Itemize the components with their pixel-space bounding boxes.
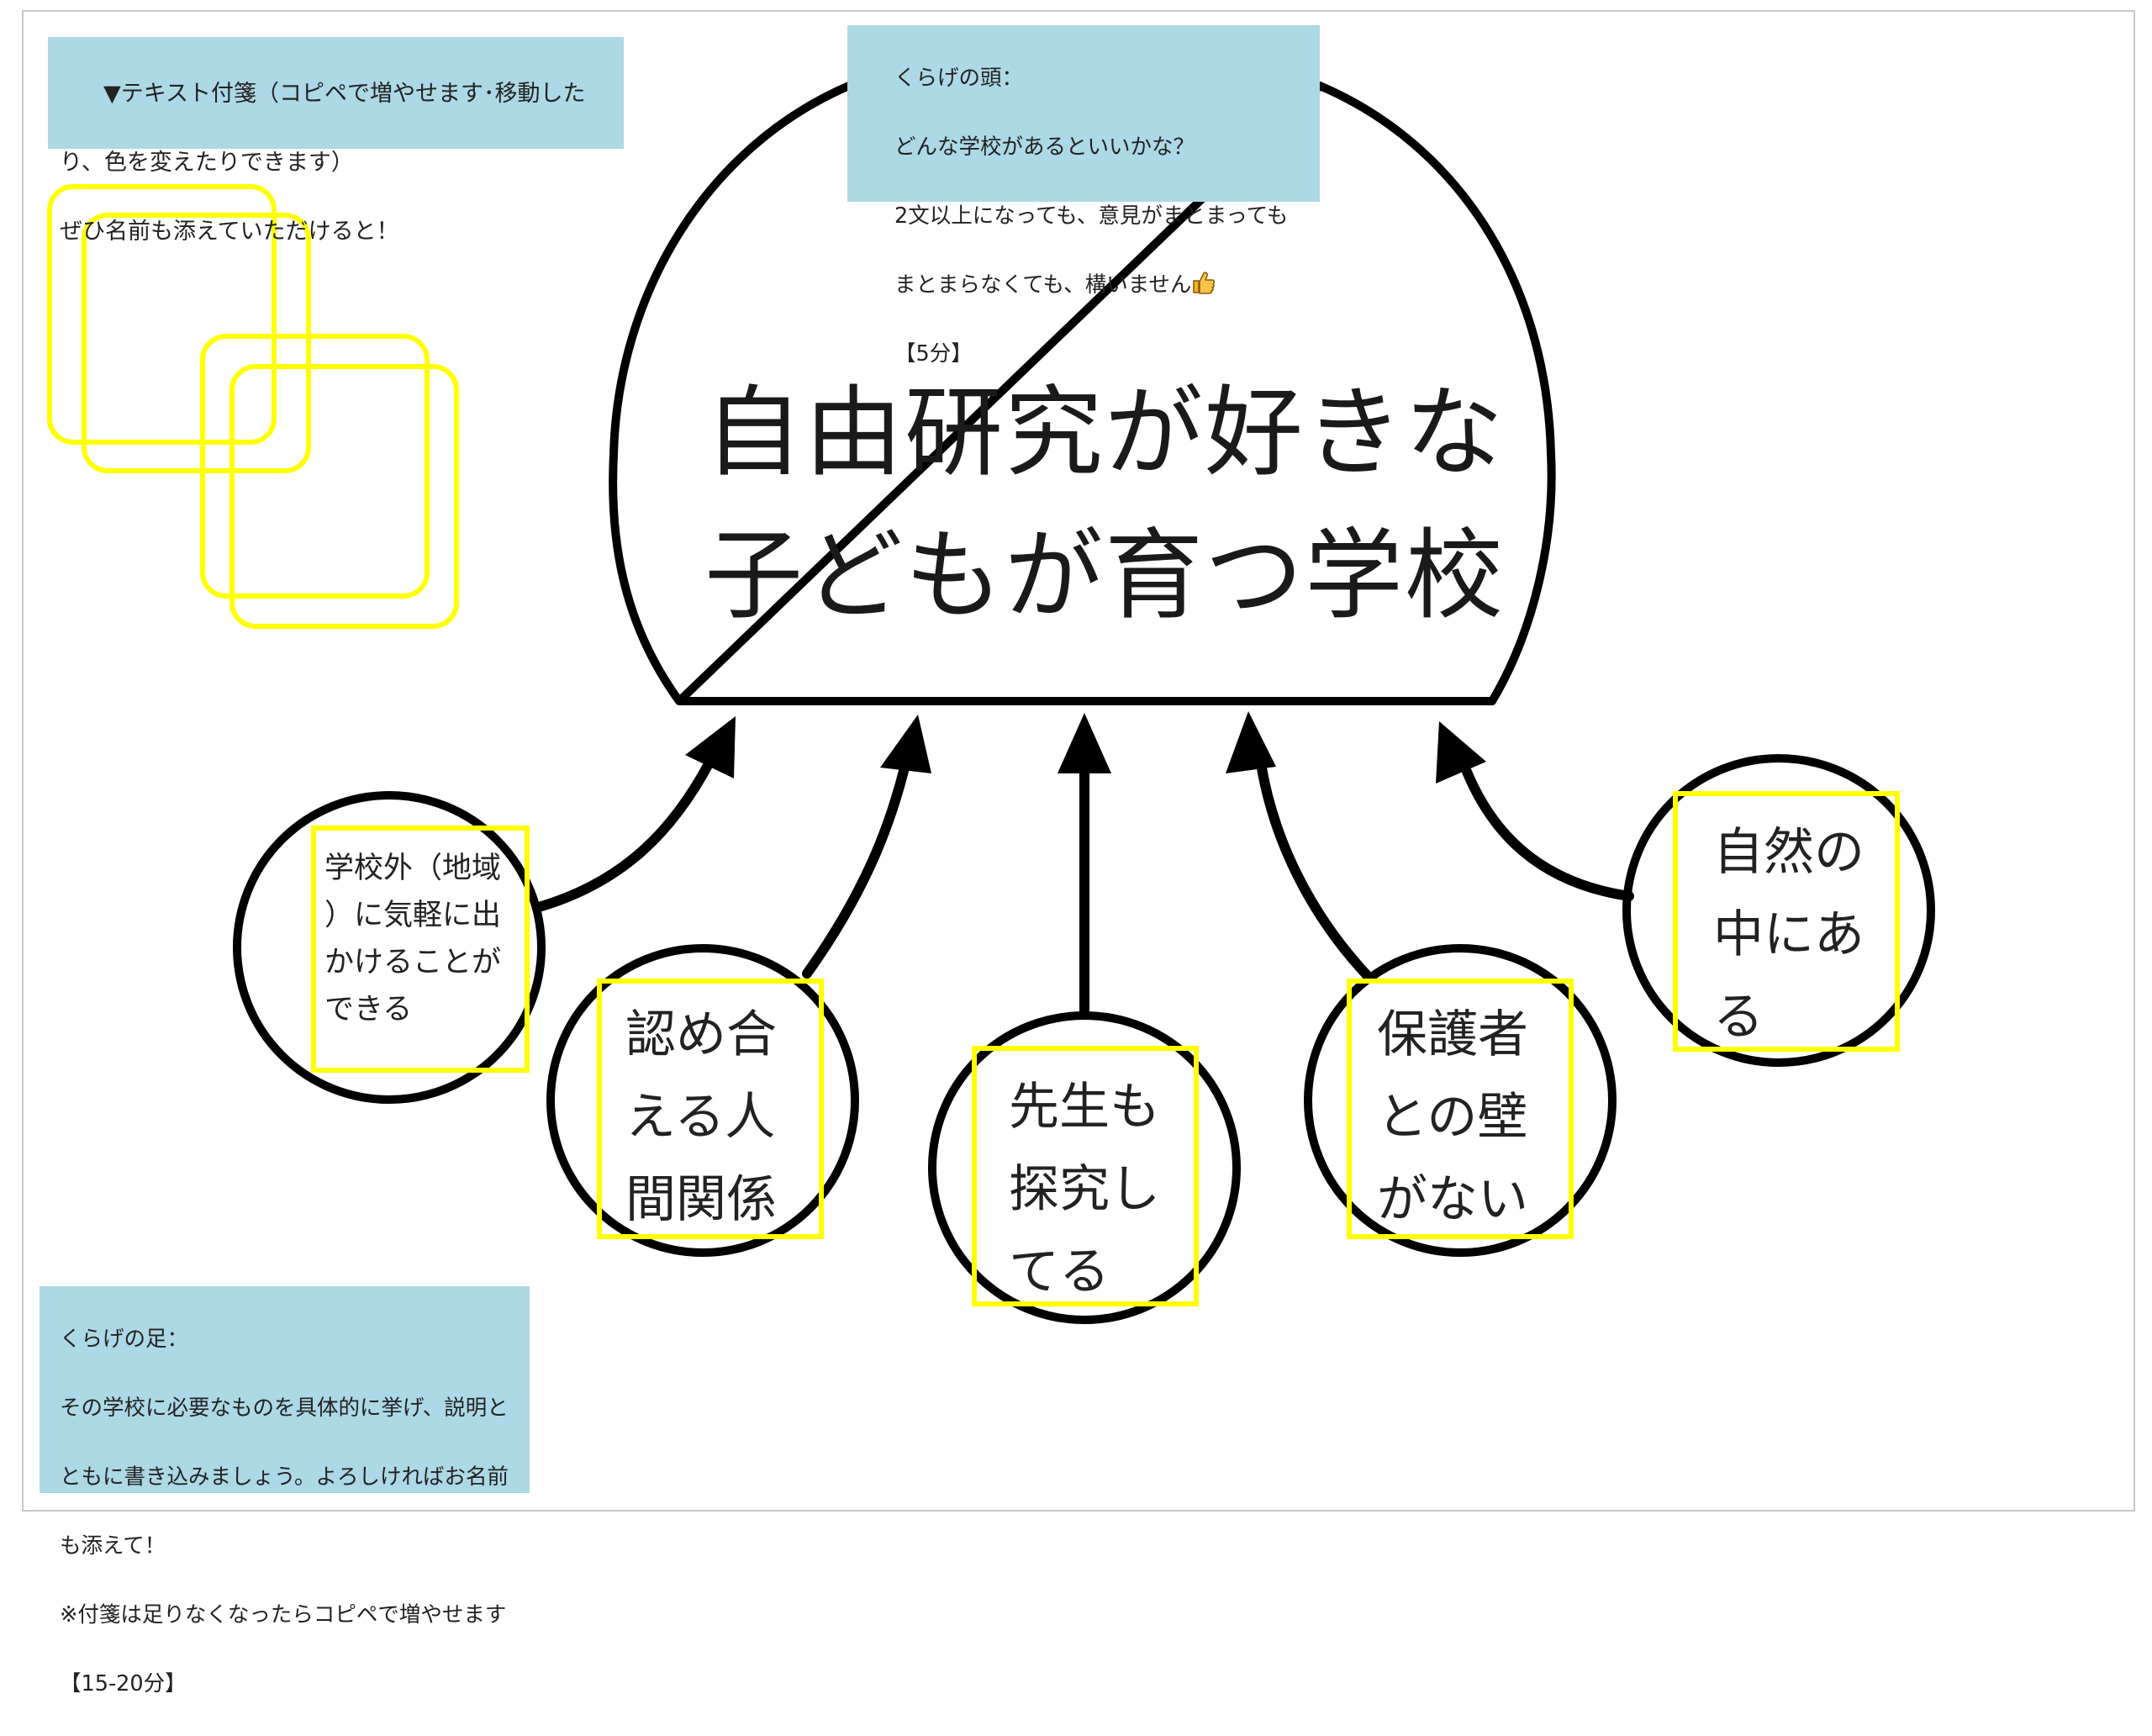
note-line: くらげの足： <box>60 1327 189 1352</box>
note-line: その学校に必要なものを具体的に挙げ、説明と <box>60 1396 509 1421</box>
foot-arrow-line <box>534 756 715 912</box>
empty-sticky-frame[interactable] <box>82 213 311 473</box>
note-line: り、色を変えたりできます） <box>60 150 354 176</box>
foot-circle <box>1304 944 1617 1257</box>
arrowhead-icon <box>1226 711 1276 773</box>
note-line: 【5分】 <box>894 341 973 367</box>
empty-sticky-frame[interactable] <box>229 364 459 629</box>
arrowhead-icon <box>1058 713 1111 773</box>
canvas-frame <box>22 10 2135 1512</box>
foot-circle <box>546 944 859 1257</box>
foot-sticky[interactable]: 保護者 との壁 がない <box>1347 979 1574 1239</box>
note-line: ぜひ名前も添えていただけると！ <box>60 219 399 245</box>
foot-sticky[interactable]: 自然の 中にあ る <box>1673 791 1900 1052</box>
note-line-with-icon: まとまらなくても、構いません <box>894 268 1308 303</box>
note-line: ※付箋は足りなくなったらコピペで増やせます <box>60 1602 507 1628</box>
foot-arrow-line <box>1462 767 1634 901</box>
note-line: くらげの頭： <box>894 66 1024 91</box>
foot-sticky[interactable]: 学校外（地域 ）に気軽に出 かけることが できる <box>311 826 530 1073</box>
foot-sticky[interactable]: 認め合 える人 間関係 <box>597 979 824 1239</box>
note-line: ▼テキスト付箋（コピペで増やせます･移動した <box>103 81 586 107</box>
head-instructions-note[interactable]: くらげの頭： どんな学校があるといいかな？ 2文以上になっても、意見がまとまって… <box>847 25 1320 367</box>
note-line: ともに書き込みましょう。よろしければお名前 <box>60 1464 509 1490</box>
note-line: まとまらなくても、構いません <box>894 272 1192 298</box>
jellyfish-head-shape <box>609 82 1556 705</box>
foot-arrow-line <box>1256 758 1374 982</box>
arrowhead-icon <box>880 715 931 773</box>
foot-arrow-line <box>802 756 911 979</box>
foot-sticky[interactable]: 先生も 探究し てる <box>972 1046 1199 1306</box>
note-line: 2文以上になっても、意見がまとまっても <box>894 203 1289 229</box>
empty-sticky-frame[interactable] <box>47 184 277 445</box>
note-line: どんな学校があるといいかな？ <box>894 135 1195 160</box>
foot-circle <box>928 1011 1241 1324</box>
arrowhead-icon <box>1436 721 1486 784</box>
jellyfish-head-title[interactable]: 自由研究が好きな 子どもが育つ学校 <box>704 375 1506 633</box>
note-line: も添えて！ <box>60 1533 166 1559</box>
sticky-instructions-note[interactable]: ▼テキスト付箋（コピペで増やせます･移動した り、色を変えたりできます） ぜひ名… <box>48 37 624 245</box>
note-line: 【15-20分】 <box>60 1671 187 1696</box>
arrowhead-icon <box>685 716 736 778</box>
feet-instructions-note[interactable]: くらげの足： その学校に必要なものを具体的に挙げ、説明と ともに書き込みましょう… <box>40 1286 530 1696</box>
foot-circle <box>1622 754 1935 1067</box>
thumbs-up-icon <box>1193 272 1216 294</box>
empty-sticky-frame[interactable] <box>200 334 430 599</box>
